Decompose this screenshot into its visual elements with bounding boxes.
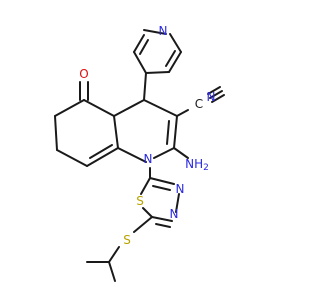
- thiadiazole-sulfur-label: S: [136, 194, 144, 208]
- ring-nitrogen-label: N: [144, 152, 153, 166]
- bond: [211, 94, 225, 103]
- bond: [133, 216, 153, 233]
- bond: [133, 34, 145, 53]
- canvas-background: [0, 0, 300, 300]
- bond: [149, 177, 175, 185]
- bond: [176, 109, 189, 117]
- bond: [54, 99, 85, 117]
- bond: [117, 147, 147, 163]
- thiadiazole-nitrogen-label: N: [176, 182, 185, 196]
- carbonyl-oxygen-label: O: [79, 67, 88, 81]
- bond: [143, 29, 167, 35]
- bond: [169, 33, 182, 53]
- bond: [165, 50, 176, 67]
- bond: [168, 51, 182, 73]
- bond: [166, 120, 170, 145]
- bond: [143, 99, 178, 117]
- atom-labels: N O C N NH2 N S N N S: [79, 24, 215, 247]
- bond: [207, 86, 221, 95]
- bond: [54, 115, 58, 151]
- bond: [89, 144, 113, 159]
- bond: [173, 115, 178, 149]
- nitrile-nitrogen-label: N: [207, 90, 216, 104]
- bond: [140, 177, 151, 195]
- thioether-sulfur-label: S: [123, 233, 131, 247]
- bond: [113, 115, 119, 149]
- bond: [108, 246, 120, 263]
- bond: [173, 147, 189, 159]
- bond: [133, 51, 147, 74]
- bond: [139, 39, 149, 55]
- bond: [145, 71, 170, 74]
- bond: [153, 147, 175, 159]
- bond: [151, 216, 173, 222]
- nitrile-carbon-label: C: [195, 97, 203, 111]
- bond: [83, 99, 115, 117]
- bond: [108, 261, 116, 282]
- molecule-structure: N O C N NH2 N S N N S: [0, 0, 300, 300]
- amine-label: NH2: [185, 157, 209, 173]
- bond: [113, 99, 145, 117]
- bond: [143, 72, 147, 101]
- bond: [175, 193, 180, 213]
- bond: [155, 223, 171, 228]
- pyridine-nitrogen-label: N: [159, 24, 168, 38]
- bond: [56, 149, 88, 167]
- bond: [142, 207, 153, 218]
- bond: [86, 147, 119, 167]
- bond: [152, 185, 171, 191]
- thiadiazole-nitrogen-label: N: [170, 207, 179, 221]
- bonds: [54, 29, 225, 282]
- bond: [209, 90, 223, 99]
